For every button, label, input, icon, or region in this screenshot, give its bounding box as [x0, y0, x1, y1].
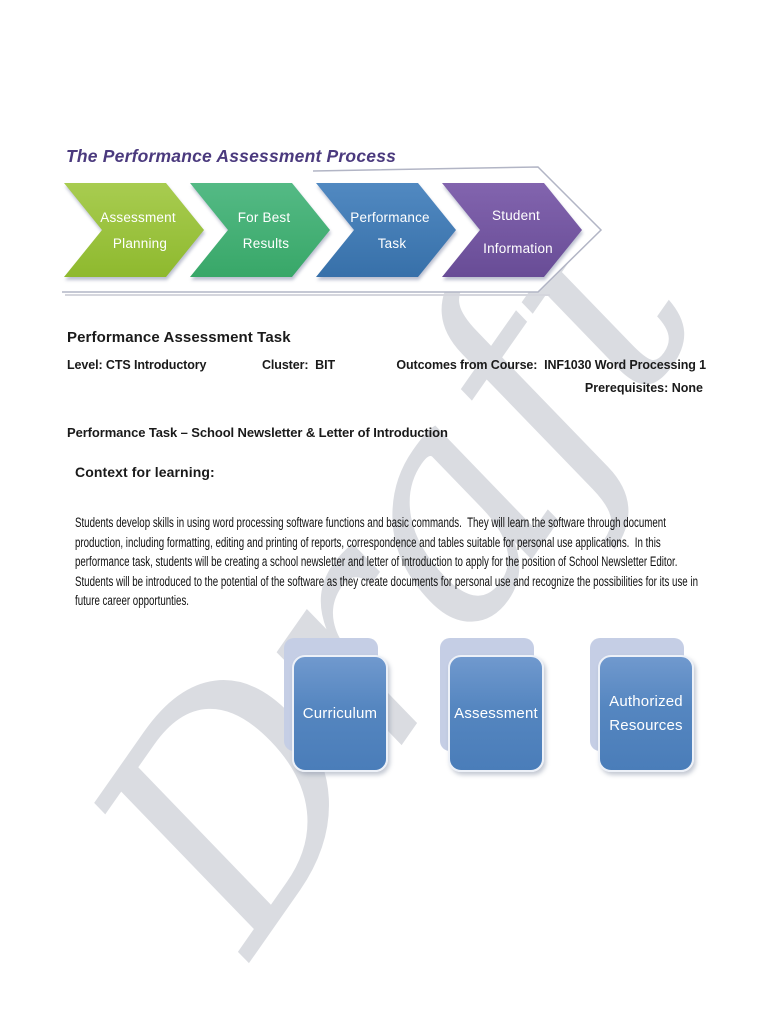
step-arrow-assessment-planning: [64, 183, 204, 277]
step-label-2: For Best Results: [238, 210, 295, 251]
step-arrow-for-best-results: [190, 183, 330, 277]
step-label-1: Assessment Planning: [100, 210, 179, 251]
assessment-card[interactable]: Assessment: [440, 638, 544, 772]
step-label-3: Performance Task: [350, 210, 433, 251]
curriculum-card-face[interactable]: Curriculum: [292, 655, 388, 772]
task-prerequisites: Prerequisites: None: [584, 381, 703, 395]
task-cluster: Cluster: BIT: [262, 358, 336, 372]
context-paragraph-line: production, including formatting, editin…: [75, 534, 661, 550]
context-for-learning-heading: Context for learning:: [75, 464, 215, 480]
assessment-card-face[interactable]: Assessment: [448, 655, 544, 772]
step-label-4: Student Information: [483, 208, 553, 256]
task-level: Level: CTS Introductory: [67, 358, 207, 372]
step-arrow-performance-task: [316, 183, 456, 277]
chevron-band-outline: [62, 166, 603, 293]
task-section-title: Performance Assessment Task: [67, 329, 291, 346]
performance-task-heading: Performance Task – School Newsletter & L…: [67, 425, 448, 440]
context-paragraph-line: performance task, students will be creat…: [75, 554, 678, 569]
context-paragraph-line: Students will be introduced to the poten…: [75, 573, 698, 589]
curriculum-card[interactable]: Curriculum: [284, 638, 388, 772]
process-diagram-title: The Performance Assessment Process: [66, 146, 397, 166]
context-paragraph-line: future career opportunties.: [75, 593, 190, 608]
context-paragraph-line: Students develop skills in using word pr…: [75, 515, 666, 530]
authorized-resources-card-face[interactable]: Authorized Resources: [598, 655, 694, 772]
context-paragraph: Students develop skills in using word pr…: [75, 513, 709, 611]
process-diagram: Assessment Planning For Best Results Per…: [62, 166, 603, 296]
step-arrow-student-information: [442, 183, 582, 277]
authorized-resources-card[interactable]: Authorized Resources: [590, 638, 694, 772]
task-outcomes: Outcomes from Course: INF1030 Word Proce…: [396, 358, 706, 372]
